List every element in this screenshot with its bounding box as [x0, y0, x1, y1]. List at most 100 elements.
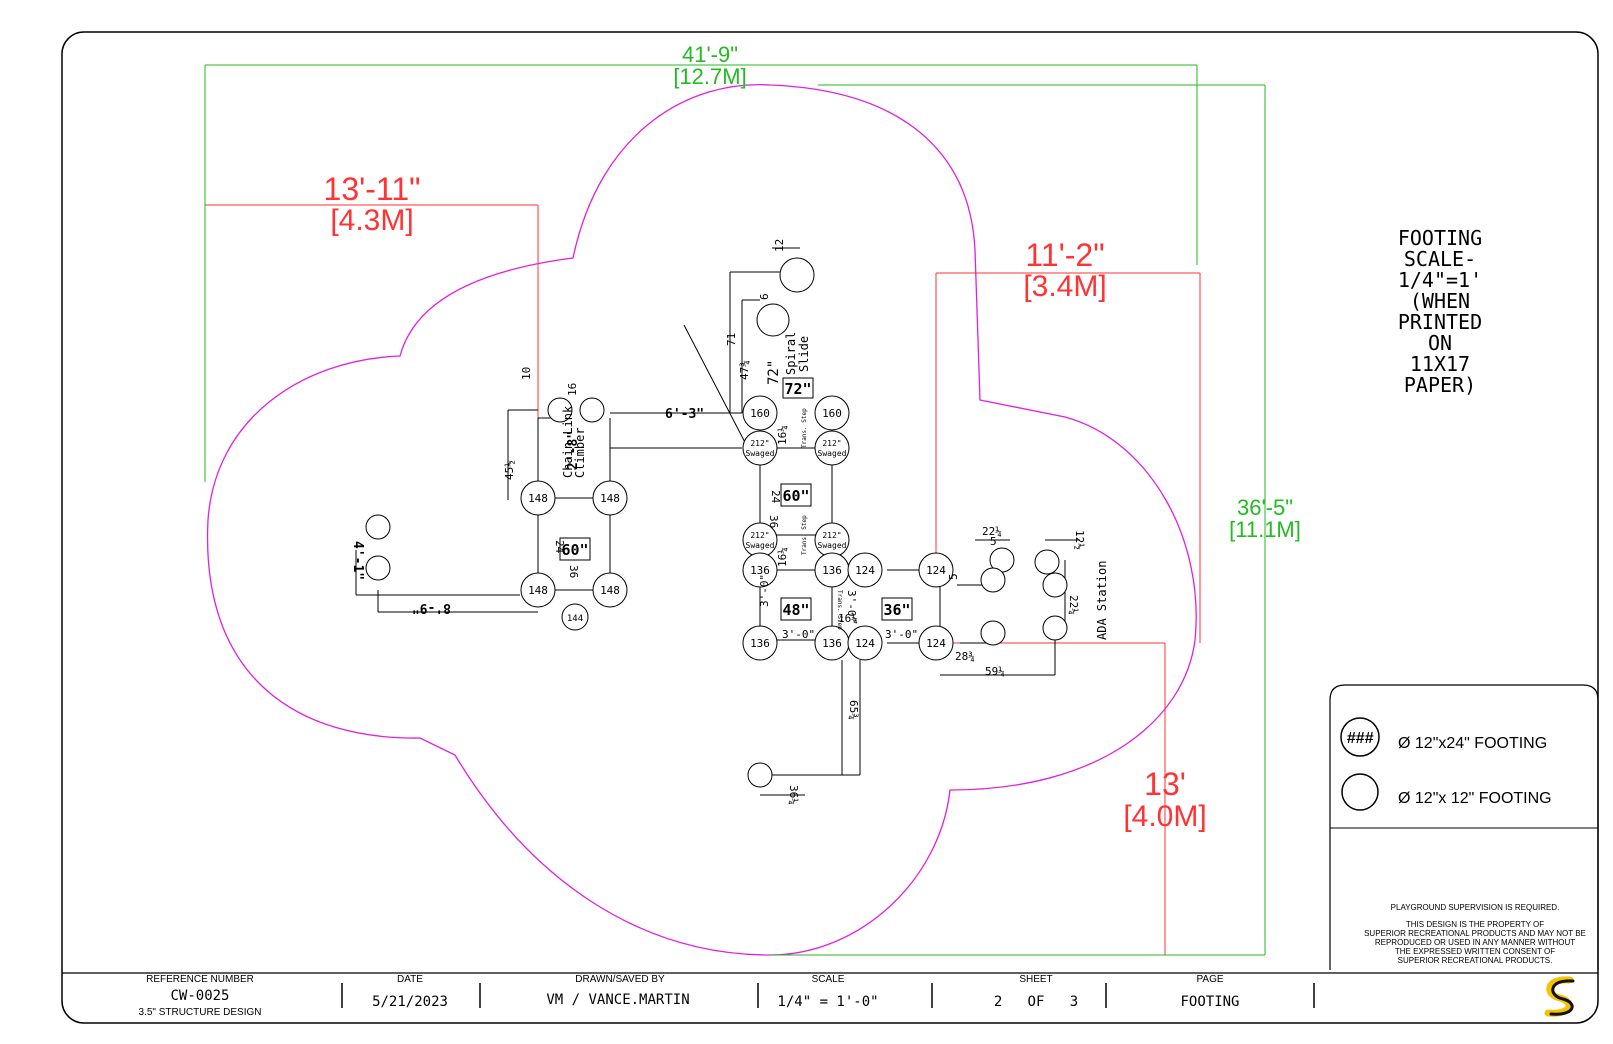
footings-numbered [520, 395, 954, 661]
dim-16-1-4-a: 16¼ [776, 425, 789, 445]
dim-2-8: 2'-8" [566, 431, 581, 470]
deck-height-60-b: 60" [561, 541, 588, 559]
legend-symbol: ### [1347, 730, 1374, 747]
label-160-a: 160 [750, 407, 770, 420]
offset-dimension-lines [205, 204, 1201, 955]
deck-height-36: 36" [883, 601, 910, 619]
label-212-d: 212" [822, 531, 841, 540]
dim-left-offset-m: [4.3M] [330, 204, 413, 237]
footing-212-b [814, 430, 850, 466]
scale-label: SCALE [812, 974, 845, 985]
dim-right-offset-ft: 11'-2" [1025, 237, 1104, 273]
label-148-a: 148 [528, 492, 548, 505]
label-trans-step-b: Trans. Step [801, 515, 808, 555]
dim-45-1-2: 45½ [503, 460, 516, 480]
dim-3-0-d: 3'-0" [845, 590, 858, 623]
supervision-note: PLAYGROUND SUPERVISION IS REQUIRED. [1391, 903, 1560, 912]
label-136-c: 136 [750, 637, 770, 650]
dim-12-1-2: 12½ [1073, 530, 1086, 550]
label-212-a: 212" [750, 439, 769, 448]
dim-22-1-4-b: 22¼ [1067, 595, 1080, 615]
footing-144 [561, 603, 589, 631]
legend-footing-12-icon [1341, 773, 1379, 811]
dim-bottom-offset-ft: 13' [1144, 766, 1186, 802]
dim-28-3-4: 28¾ [955, 650, 975, 663]
dim-6: 6 [758, 293, 771, 300]
ref-number-label: REFERENCE NUMBER [146, 974, 254, 985]
dim-10: 10 [520, 367, 533, 380]
dim-3-0-c: 3'-0" [885, 628, 918, 641]
dim-36-1-4: 36¼ [787, 785, 800, 805]
svg-text:REPRODUCED OR USED IN ANY MANN: REPRODUCED OR USED IN ANY MANNER WITHOUT [1375, 938, 1575, 947]
legend-item-1: Ø 12"x24" FOOTING [1398, 735, 1547, 752]
footing-124-a [847, 552, 883, 588]
footing-148-b [592, 480, 628, 516]
dim-bottom-offset-m: [4.0M] [1123, 800, 1206, 833]
ref-number-value: CW-0025 [170, 988, 229, 1004]
dim-36-b: 36 [567, 565, 580, 578]
svg-text:PRINTED: PRINTED [1398, 310, 1482, 334]
label-148-d: 148 [600, 584, 620, 597]
footing-124-c [847, 625, 883, 661]
label-212-b: 212" [822, 439, 841, 448]
dim-72: 72" [766, 360, 782, 385]
footing-124-b [918, 552, 954, 588]
page-label: PAGE [1196, 974, 1223, 985]
label-124-a: 124 [855, 564, 875, 577]
svg-text:(WHEN: (WHEN [1410, 289, 1470, 313]
dim-5-b: 5 [947, 573, 960, 580]
footing-148-a [520, 480, 556, 516]
label-trans-step-a: Trans. Step [801, 408, 808, 448]
dim-8-9: 8'-9" [412, 600, 451, 615]
label-160-b: 160 [822, 407, 842, 420]
label-climber: Climber [573, 427, 587, 478]
label-136-a: 136 [750, 564, 770, 577]
dim-47-3-4: 47¾ [738, 360, 751, 380]
dim-22-1-4-a: 22¼ [982, 525, 1002, 538]
label-swaged-c: Swaged [746, 541, 775, 550]
dim-24-b: 24 [553, 540, 566, 554]
scale-note: FOOTING SCALE- 1/4"=1' (WHEN PRINTED ON … [1398, 226, 1482, 397]
dim-12: 12 [773, 239, 786, 252]
dim-6-3: 6'-3" [665, 407, 704, 422]
property-note: THIS DESIGN IS THE PROPERTY OF SUPERIOR … [1364, 920, 1586, 965]
page-value: FOOTING [1180, 994, 1239, 1010]
sheet-border [61, 31, 1599, 1024]
dim-4-1: 4'-1" [350, 541, 365, 580]
footing-160-a [742, 395, 778, 431]
footing-148-c [520, 572, 556, 608]
dim-3-0-a: 3'-0" [758, 574, 771, 607]
label-124-d: 124 [926, 637, 946, 650]
drawn-by-label: DRAWN/SAVED BY [575, 974, 665, 985]
svg-text:1/4"=1': 1/4"=1' [1398, 268, 1482, 292]
label-124-b: 124 [926, 564, 946, 577]
label-swaged-b: Swaged [818, 449, 847, 458]
label-swaged-a: Swaged [746, 449, 775, 458]
deck-height-60-a: 60" [782, 487, 809, 505]
dim-59-1-4: 59¼ [985, 665, 1005, 678]
dim-36-a: 36 [767, 515, 780, 528]
legend-footing-24-icon [1340, 717, 1380, 757]
label-144: 144 [567, 614, 583, 624]
svg-text:SCALE-: SCALE- [1404, 247, 1476, 271]
svg-text:ON: ON [1428, 331, 1452, 355]
footings-plain [365, 257, 1068, 788]
label-chain-link: Chain Link [561, 405, 575, 478]
dim-overall-width-m: [12.7M] [673, 64, 746, 89]
scale-value: 1/4" = 1'-0" [777, 994, 878, 1010]
legend-panel [1329, 684, 1599, 970]
footing-124-d [918, 625, 954, 661]
label-212-c: 212" [750, 531, 769, 540]
company-logo-icon [1544, 976, 1575, 1017]
footing-136-c [742, 625, 778, 661]
label-136-d: 136 [822, 637, 842, 650]
dim-65-3-4: 65¾ [847, 700, 860, 720]
dim-overall-width-ft: 41'-9" [682, 42, 738, 67]
footing-148-d [592, 572, 628, 608]
svg-text:THE EXPRESSED WRITTEN CONSENT: THE EXPRESSED WRITTEN CONSENT OF [1395, 947, 1555, 956]
svg-text:11X17: 11X17 [1410, 352, 1470, 376]
deck-height-48: 48" [782, 601, 809, 619]
svg-text:THIS DESIGN IS THE PROPERTY OF: THIS DESIGN IS THE PROPERTY OF [1406, 920, 1544, 929]
svg-text:SUPERIOR RECREATIONAL PRODUCTS: SUPERIOR RECREATIONAL PRODUCTS. [1398, 956, 1553, 965]
structure-lines [355, 247, 1080, 796]
